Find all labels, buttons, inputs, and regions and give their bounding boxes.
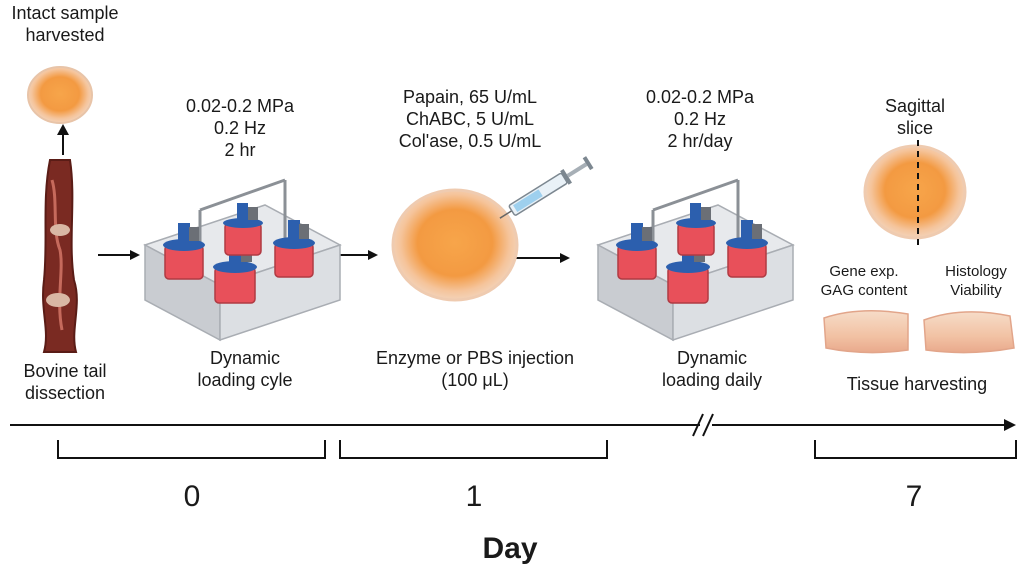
sagittal-label: Sagittal slice	[884, 96, 946, 138]
intact-sample-label: Intact sample harvested	[11, 3, 119, 45]
injection-label: Enzyme or PBS injection (100 μL)	[375, 348, 575, 390]
day-bracket	[814, 440, 1017, 459]
bioreactor-icon	[596, 178, 795, 342]
loading-daily-label: Dynamic loading daily	[661, 348, 763, 390]
tail-icon	[42, 159, 78, 353]
syringe-icon	[499, 156, 594, 219]
loading-cycle-params-label: 0.02-0.2 MPa 0.2 Hz 2 hr	[185, 96, 295, 160]
tissue-slice-icon	[923, 311, 1015, 354]
arrow-right-icon	[512, 253, 570, 263]
harvesting-label: Tissue harvesting	[846, 374, 988, 394]
bioreactor-icon	[143, 178, 342, 342]
disc-icon	[391, 188, 519, 302]
tissue-slice-icon	[823, 310, 909, 354]
day-1-label: 1	[465, 480, 483, 513]
day-0-label: 0	[183, 480, 201, 513]
intact-sample-disc-icon	[27, 66, 93, 124]
histology-viability-label: Histology Viability	[945, 263, 1007, 299]
arrow-up-icon	[57, 124, 69, 155]
axis-title: Day	[482, 532, 538, 565]
day-bracket	[57, 440, 326, 459]
day-7-label: 7	[905, 480, 923, 513]
daily-params-label: 0.02-0.2 MPa 0.2 Hz 2 hr/day	[645, 87, 755, 151]
gene-gag-label: Gene exp. GAG content	[820, 263, 908, 299]
timeline-axis	[10, 419, 1016, 431]
enzymes-label: Papain, 65 U/mL ChABC, 5 U/mL Col'ase, 0…	[398, 87, 542, 151]
axis-break-icon	[692, 413, 714, 437]
sagittal-disc-icon	[863, 140, 967, 250]
loading-cycle-label: Dynamic loading cyle	[197, 348, 293, 390]
arrow-right-icon	[98, 250, 140, 260]
day-bracket	[339, 440, 608, 459]
dissection-label: Bovine tail dissection	[23, 361, 107, 403]
